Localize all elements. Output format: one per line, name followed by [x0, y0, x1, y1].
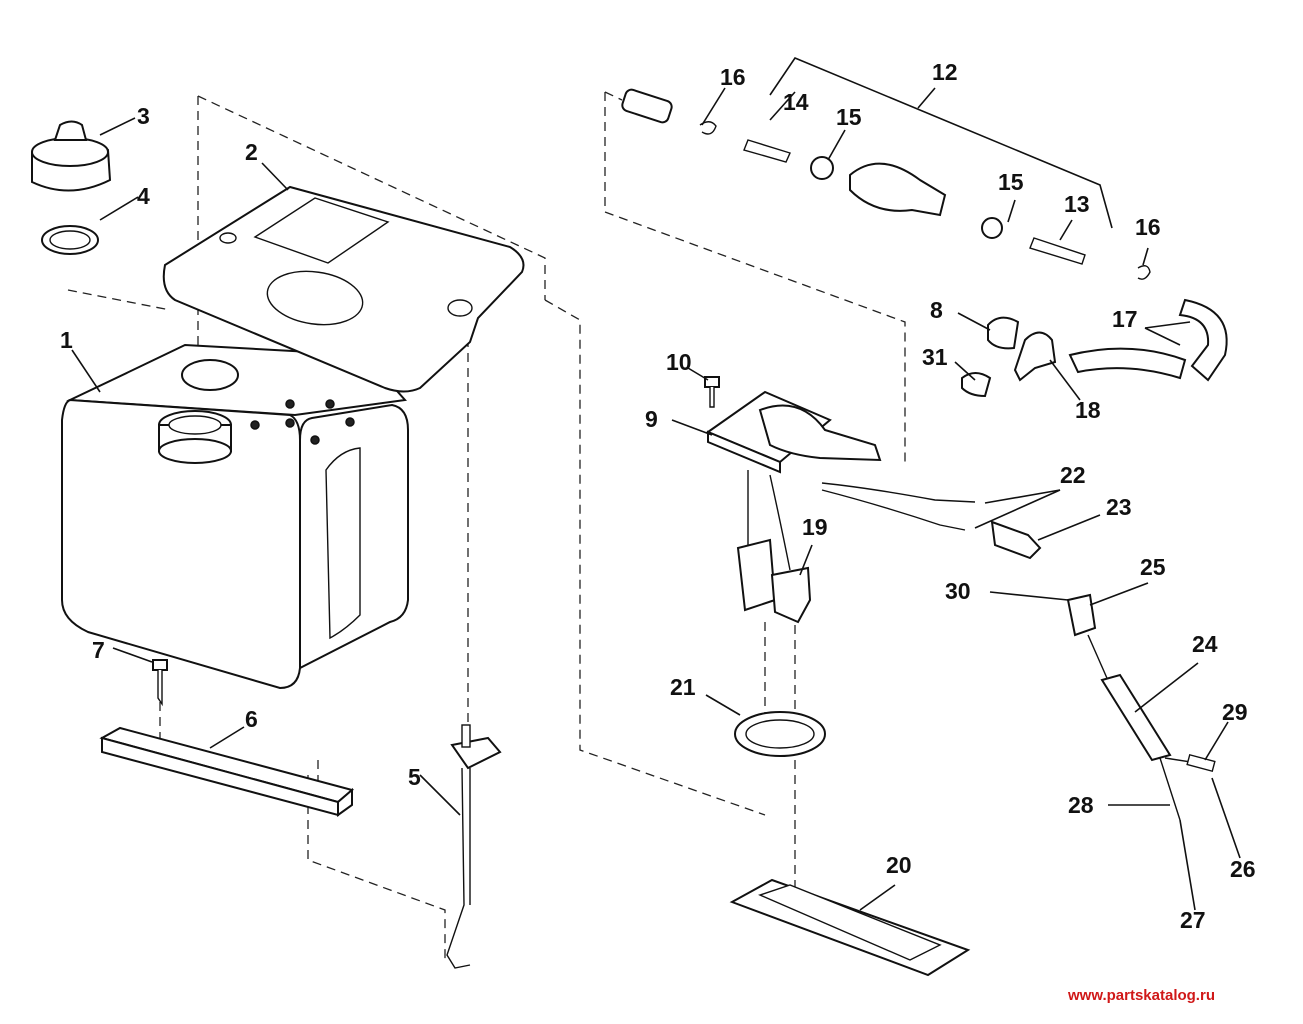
- cap-seal-ring: [41, 225, 99, 255]
- callout-29: 29: [1222, 699, 1248, 725]
- callout-14: 14: [783, 89, 809, 115]
- tank-cover: [162, 185, 525, 393]
- callout-16-upper: 16: [720, 64, 746, 90]
- callout-31: 31: [922, 344, 948, 370]
- callout-26: 26: [1230, 856, 1256, 882]
- callout-1: 1: [60, 327, 73, 353]
- callout-17: 17: [1112, 306, 1138, 332]
- mounting-bracket: [99, 726, 355, 817]
- watermark-link[interactable]: www.partskatalog.ru: [1067, 987, 1215, 1004]
- callout-10: 10: [666, 349, 692, 375]
- fuel-pickup-assembly: [705, 390, 882, 624]
- callout-labels: 1 2 3 4 5 6 7 8 9 10 12 13 14 15 15 16 1…: [60, 59, 1256, 933]
- callout-27: 27: [1180, 907, 1206, 933]
- callout-6: 6: [245, 706, 258, 732]
- callout-24: 24: [1192, 631, 1218, 657]
- callout-20: 20: [886, 852, 912, 878]
- callout-13: 13: [1064, 191, 1090, 217]
- callout-15-lower: 15: [998, 169, 1024, 195]
- callout-28: 28: [1068, 792, 1094, 818]
- primer-bulb-kit: [621, 88, 1228, 382]
- callout-19: 19: [802, 514, 828, 540]
- callout-3: 3: [137, 103, 150, 129]
- callout-30: 30: [945, 578, 971, 604]
- leader-lines: [71, 57, 1241, 911]
- assembly-dash-lines: [67, 91, 906, 960]
- bracket-screw: [152, 659, 168, 707]
- callout-25: 25: [1140, 554, 1166, 580]
- callout-23: 23: [1106, 494, 1132, 520]
- pickup-gasket: [734, 711, 826, 757]
- pickup-plate: [729, 878, 971, 977]
- callout-16-lower: 16: [1135, 214, 1161, 240]
- callout-22: 22: [1060, 462, 1086, 488]
- sender-wires: [821, 482, 1042, 560]
- pickup-screw: [704, 376, 720, 408]
- callout-12: 12: [932, 59, 958, 85]
- callout-7: 7: [92, 637, 105, 663]
- fuel-cap: [31, 120, 112, 192]
- sender-assembly: [1066, 593, 1216, 821]
- fuel-gauge-assembly: [446, 724, 502, 969]
- callout-4: 4: [137, 183, 150, 209]
- callout-18: 18: [1075, 397, 1101, 423]
- callout-5: 5: [408, 764, 421, 790]
- fuel-tank: [61, 343, 409, 690]
- callout-9: 9: [645, 406, 658, 432]
- callout-21: 21: [670, 674, 696, 700]
- hose-clamps: [961, 316, 1020, 398]
- callout-8: 8: [930, 297, 943, 323]
- callout-15-upper: 15: [836, 104, 862, 130]
- callout-2: 2: [245, 139, 258, 165]
- fuel-connector: [1013, 331, 1057, 382]
